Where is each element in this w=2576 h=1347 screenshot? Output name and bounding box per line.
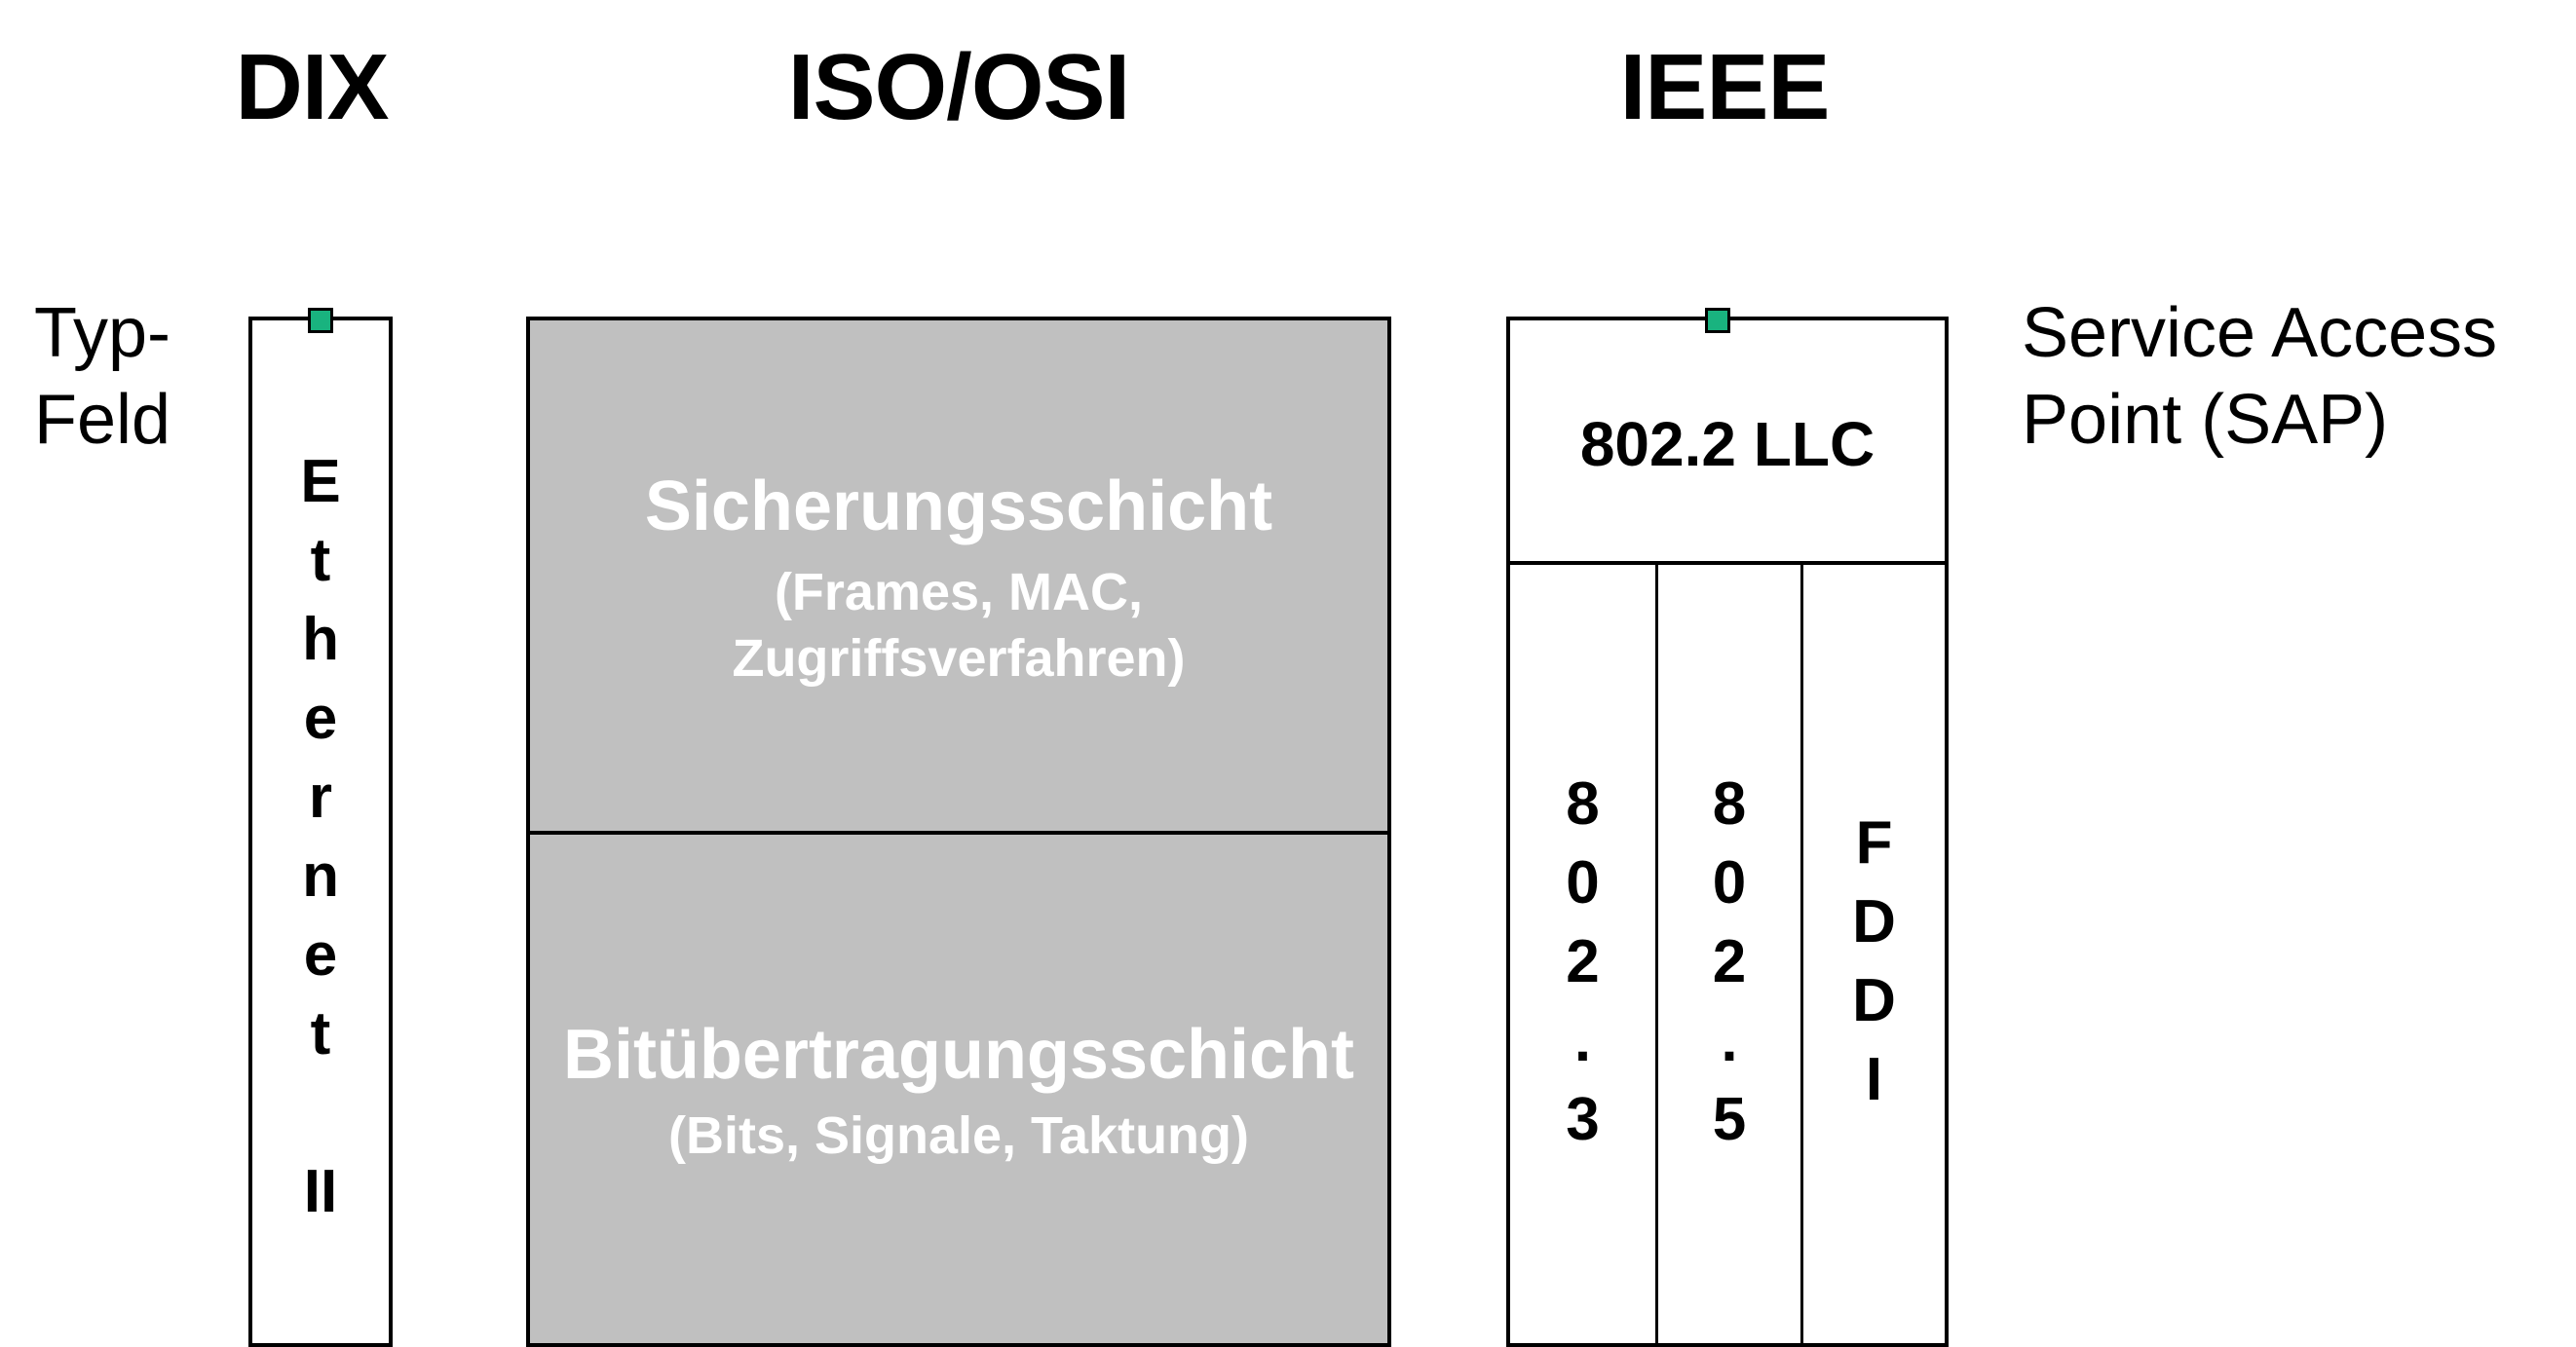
ethernet-ii-char: II [303,1158,338,1225]
type-field-label: Typ- Feld [34,294,171,459]
ieee-column-2-char: D [1852,888,1896,955]
ethernet-ii-char: E [300,448,341,515]
heading-ieee: IEEE [1619,35,1831,139]
heading-iso-osi: ISO/OSI [787,35,1130,139]
ieee-column-1-char: 2 [1712,928,1747,995]
llc-box: 802.2 LLC [1506,317,1949,565]
physical-layer-title: Bitübertragungsschicht [562,1016,1355,1094]
sap-label: Service Access Point (SAP) [2022,294,2498,459]
ieee-column-1-char: . [1721,1007,1738,1074]
ieee-column-0-char: . [1573,1007,1592,1074]
llc-label: 802.2 LLC [1579,409,1875,479]
ieee-column-2-char: F [1855,809,1893,877]
ethernet-ii-char: t [310,1000,331,1067]
ethernet-ii-char: e [303,685,338,752]
ethernet-ii-char: h [302,606,339,673]
sap-marker [1705,308,1730,333]
physical-layer-sub: (Bits, Signale, Taktung) [667,1106,1250,1165]
ieee-column-0-char: 0 [1566,849,1600,917]
ieee-column-0-char: 8 [1566,770,1600,838]
data-link-layer-box: Sicherungsschicht (Frames, MAC, Zugriffs… [526,317,1391,835]
ieee-column-1-char: 0 [1712,849,1747,917]
heading-dix: DIX [235,35,389,139]
ethernet-ii-char: n [302,842,339,910]
ieee-column-0-char: 3 [1566,1086,1600,1153]
physical-layer-box: Bitübertragungsschicht (Bits, Signale, T… [526,831,1391,1347]
data-link-layer-sub-2: Zugriffsverfahren) [732,629,1186,688]
ieee-column-0-char: 2 [1566,928,1600,995]
ieee-column-2-char: I [1865,1046,1883,1113]
ethernet-ii-char: r [308,764,333,831]
ieee-column-2-char: D [1852,967,1896,1034]
data-link-layer-title: Sicherungsschicht [644,468,1273,545]
ieee-column-1-char: 8 [1712,770,1747,838]
ethernet-ii-char: e [303,921,338,989]
type-field-marker [308,308,333,333]
data-link-layer-sub-1: (Frames, MAC, [774,563,1144,621]
ieee-column-1-char: 5 [1712,1086,1747,1153]
ethernet-ii-char: t [310,527,331,594]
